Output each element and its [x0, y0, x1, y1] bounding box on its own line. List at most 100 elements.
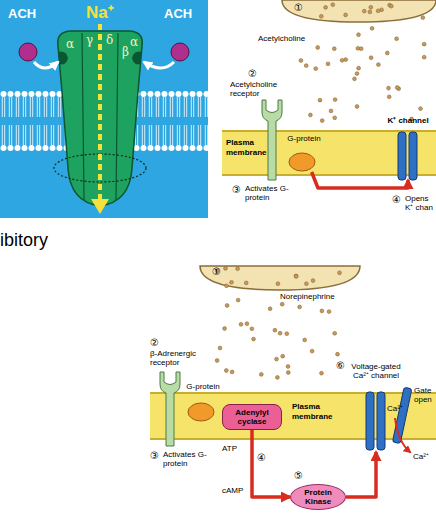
- transmitter-dot: [224, 267, 228, 271]
- transmitter-dot: [299, 59, 303, 63]
- signal-arrow: [312, 172, 408, 188]
- transmitter-dot: [369, 5, 373, 9]
- signal-arrow: [252, 430, 290, 497]
- extracellular-background: [0, 0, 208, 218]
- transmitter-dot: [215, 359, 219, 363]
- node-label: G-protein: [284, 134, 324, 143]
- ion-channel: K⁺ channel: [382, 116, 434, 180]
- text-label: β-Adrenergic receptor: [150, 349, 214, 367]
- transmitter-dot: [331, 3, 335, 7]
- open-gate: [392, 387, 411, 443]
- transmitter-dot: [250, 327, 254, 331]
- text-label: cAMP: [222, 486, 243, 495]
- transmitter-dot: [370, 26, 374, 30]
- transmitter-dot: [326, 62, 330, 66]
- transmitter-dot: [245, 322, 249, 326]
- text-label: Na⁺: [86, 0, 114, 23]
- receptor-symbol: [262, 100, 282, 180]
- transmitter-dot: [320, 371, 324, 375]
- node-label: Protein Kinase: [291, 488, 345, 506]
- transmitter-dot: [395, 37, 399, 41]
- transmitter-dot: [276, 376, 280, 380]
- transmitter-dot: [359, 47, 363, 51]
- binding-arrow: [144, 62, 174, 68]
- text-label: δ: [106, 34, 113, 46]
- receptor-symbol: [160, 372, 180, 446]
- ion-channel-shape: [382, 116, 434, 180]
- text-label: β: [122, 46, 129, 58]
- enzyme-box: Adenylyl cyclase: [222, 404, 282, 430]
- transmitter-dot: [362, 9, 366, 13]
- transmitter-dot: [338, 271, 342, 275]
- transmitter-dot: [422, 42, 426, 46]
- transmitter-dot: [298, 305, 302, 309]
- node-label: Plasma membrane: [226, 138, 266, 158]
- callout-number: ⑥: [336, 360, 345, 371]
- text-label: Opens K⁺ chan: [405, 194, 436, 212]
- transmitter-dot: [333, 331, 337, 335]
- callout-number: ④: [392, 194, 401, 205]
- synaptic-vesicle: [200, 266, 360, 290]
- transmitter-dot: [318, 98, 322, 102]
- transmitter-dot: [230, 280, 234, 284]
- text-label: ACH: [164, 6, 192, 21]
- transmitter-dot: [369, 56, 373, 60]
- transmitter-molecules: [215, 3, 426, 380]
- text-label: ATP: [222, 444, 237, 453]
- callout-number: ②: [150, 337, 159, 348]
- transmitter-dot: [333, 98, 337, 102]
- callout-number: ③: [232, 184, 241, 195]
- transmitter-dot: [225, 304, 229, 308]
- transmitter-dot: [419, 107, 423, 111]
- ach-molecule: [171, 43, 189, 61]
- transmitter-dot: [278, 331, 282, 335]
- ion-flow-arrow: [395, 418, 410, 452]
- text-label: Gate open: [414, 386, 436, 404]
- transmitter-dot: [309, 113, 313, 117]
- g-protein: G-protein: [284, 134, 324, 172]
- transmitter-dot: [305, 282, 309, 286]
- node-label: Adenylyl cyclase: [223, 408, 281, 426]
- callout-number: ④: [257, 452, 266, 463]
- transmitter-dot: [294, 274, 298, 278]
- g-protein-outline: [289, 153, 315, 171]
- transmitter-dot: [224, 369, 228, 373]
- node-label: K⁺ channel: [382, 116, 434, 125]
- ion-channel-outline: [377, 392, 385, 450]
- ion-flow-arrow: [98, 24, 102, 200]
- transmitter-dot: [310, 349, 314, 353]
- text-label: ACH: [8, 6, 36, 21]
- transmitter-dot: [286, 365, 290, 369]
- transmitter-dot: [236, 267, 240, 271]
- transmitter-dot: [273, 328, 277, 332]
- binding-pocket: [58, 52, 68, 65]
- binding-pocket: [132, 52, 142, 65]
- transmitter-dot: [333, 116, 337, 120]
- transmitter-dot: [286, 371, 290, 375]
- transmitter-dot: [320, 119, 324, 123]
- transmitter-dot: [275, 357, 279, 361]
- node-label: Voltage-gated Ca²⁺ channel: [348, 362, 404, 380]
- transmitter-dot: [332, 47, 336, 51]
- enzyme-ellipse: Protein Kinase: [290, 484, 346, 510]
- membrane-band: Plasma membraneG-proteinAdenylyl cyclase…: [150, 392, 436, 440]
- transmitter-dot: [225, 284, 229, 288]
- lipid-bilayer: [0, 90, 208, 152]
- callout-number: ①: [294, 2, 303, 13]
- transmitter-dot: [388, 3, 392, 7]
- receptor-channel: [58, 31, 143, 206]
- transmitter-dot: [316, 46, 320, 50]
- transmitter-dot: [385, 51, 389, 55]
- text-label: γ: [86, 34, 93, 46]
- text-label: Ca²⁺: [413, 452, 429, 461]
- membrane-band: Plasma membraneG-proteinK⁺ channel: [222, 130, 436, 176]
- transmitter-dot: [311, 279, 315, 283]
- transmitter-dot: [327, 310, 331, 314]
- ion-flow-head: [91, 199, 109, 214]
- transmitter-dot: [304, 64, 308, 68]
- transmitter-dot: [397, 87, 401, 91]
